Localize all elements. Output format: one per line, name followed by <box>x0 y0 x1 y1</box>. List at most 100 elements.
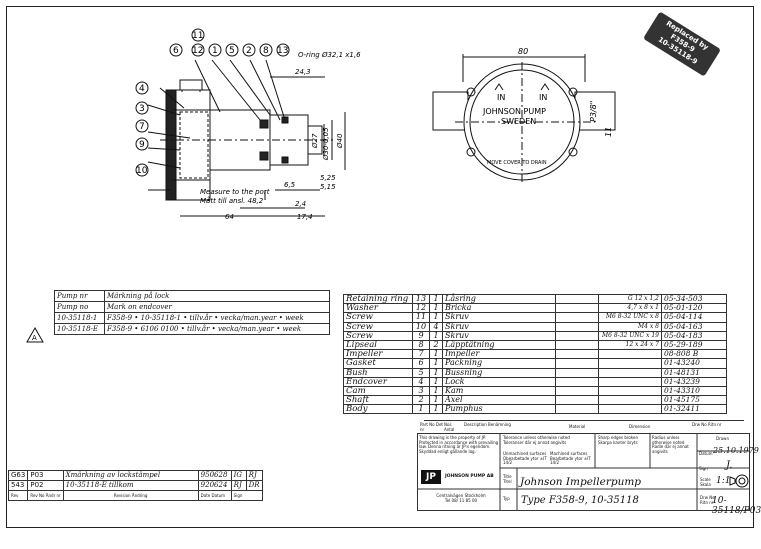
company-logo: JP <box>421 470 441 484</box>
title-value: Johnson Impellerpump <box>520 476 642 488</box>
parts-cell-mat <box>555 293 599 305</box>
scale-value: 1:1 <box>716 476 731 486</box>
dim-40: Ø40 <box>336 133 344 149</box>
balloon-4: 4 <box>139 84 145 94</box>
parts-cell-q: 1 <box>429 358 443 369</box>
title-label: Title Titel <box>503 474 512 484</box>
drawno-value: 10-35118/P03 <box>712 496 761 516</box>
parts-cell-dim <box>598 404 662 415</box>
marking-cell: 10-35118-1 <box>54 312 105 324</box>
parts-cell-q: 1 <box>429 367 443 378</box>
parts-cell-mat <box>555 395 599 406</box>
dim-64: 64 <box>225 213 234 221</box>
machined-note: Machined surfaces Bearbetade ytor ±IT 14… <box>550 451 591 466</box>
marking-cell: Märkning på lock <box>104 290 330 302</box>
rev-cell: RJ <box>245 470 263 481</box>
parts-cell-dim <box>598 349 662 360</box>
balloon-7: 7 <box>139 122 145 132</box>
drawno-label: Drw No Ritn nr <box>700 495 715 505</box>
dim-11: 11 <box>604 127 613 137</box>
balloon-8: 8 <box>263 46 269 56</box>
revision-header: Rev Rev No Ändr nr Revision Ändring Date… <box>7 490 263 501</box>
title-grid <box>417 433 750 511</box>
sign-value: J. <box>726 460 733 471</box>
hdr-dim: Dimension <box>629 424 651 429</box>
balloon-1: 1 <box>212 46 218 56</box>
parts-cell-mat <box>555 349 599 360</box>
rev-cell: 920624 <box>197 480 232 491</box>
parts-cell-n: 6 <box>412 358 430 369</box>
brand-line-1: JOHNSON PUMP <box>482 107 546 116</box>
rev-cell: RJ <box>230 480 247 491</box>
oring-note: O-ring Ø32,1 x1,6 <box>298 51 361 59</box>
port-label: P3/8" <box>589 101 598 122</box>
marking-cell: 10-35118-E <box>54 323 105 335</box>
title-block <box>417 433 750 511</box>
parts-cell-pno: 01-48131 <box>661 367 727 378</box>
parts-cell-mat <box>555 358 599 369</box>
parts-cell-name: Gasket <box>343 358 413 369</box>
parts-cell-dim <box>598 385 662 397</box>
parts-cell-n: 10 <box>412 321 430 332</box>
parts-cell-dim: 4,7 x 8 x 1 <box>598 303 662 314</box>
parts-cell-mat <box>555 321 599 332</box>
port-note-sv: Mått till ansl. 48,2 <box>200 196 264 205</box>
parts-cell-name: Bush <box>343 367 413 378</box>
balloon-3: 3 <box>139 104 145 114</box>
parts-cell-pno: 01-32411 <box>661 404 727 415</box>
hdr-qty: Nos Antal <box>444 422 455 432</box>
drawing-frame <box>6 6 754 528</box>
parts-cell-dim <box>598 358 662 369</box>
parts-header: Part No Det nr Nos Antal Description Ben… <box>420 420 744 433</box>
brand-line-2: SWEDEN <box>501 117 536 126</box>
parts-cell-desc: Packning <box>442 358 556 369</box>
parts-cell-mat <box>555 404 599 415</box>
parts-cell-desc: Bussning <box>442 367 556 378</box>
dim-24-3: 24,3 <box>295 68 311 76</box>
parts-cell-mat <box>555 367 599 378</box>
dim-27: Ø27 <box>311 133 319 149</box>
revision-triangle: A <box>26 326 44 343</box>
balloon-2: 2 <box>246 46 252 56</box>
drawn-label: Drawn <box>716 436 729 441</box>
rev-hdr: Rev No Ändr nr <box>27 490 64 501</box>
parts-cell-name: Screw <box>343 321 413 332</box>
rev-cell: Xmärkning av lockstämpel <box>62 470 199 481</box>
legal-note: This drawing is the property of JP. Prot… <box>419 435 499 454</box>
parts-cell-q: 1 <box>429 312 443 323</box>
date-label: Datum <box>699 451 713 456</box>
balloon-9: 9 <box>139 140 145 150</box>
balloon-12: 12 <box>192 46 203 56</box>
parts-cell-q: 1 <box>429 404 443 415</box>
marking-cell: Pump no <box>54 301 105 313</box>
parts-cell-dim: M4 x 8 <box>598 321 662 332</box>
marking-cell: Pump nr <box>54 290 105 302</box>
parts-cell-desc: Skruv <box>442 321 556 332</box>
edges-note: Sharp edges broken Skarpa kanter bryts <box>598 435 639 445</box>
parts-cell-dim: 12 x 24 x 7 <box>598 339 662 351</box>
parts-cell-pno: 05-04-163 <box>661 321 727 332</box>
hdr-pno: Part No Det nr <box>420 422 443 432</box>
rev-cell: 543 <box>7 480 29 491</box>
revision-row: 543 P02 10-35118-E tillkom 920624 RJ DR <box>7 480 263 491</box>
type-label: Typ <box>503 496 510 501</box>
parts-cell-dim: G 12 x 1,2 <box>598 293 662 305</box>
balloon-6: 6 <box>173 46 179 56</box>
parts-cell-mat <box>555 330 599 341</box>
dim-80: 80 <box>518 47 528 56</box>
rev-cell: 950628 <box>197 470 232 481</box>
rev-hdr: Revision Ändring <box>62 490 199 501</box>
rev-hdr: Sign <box>230 490 263 501</box>
in-right: IN <box>539 93 547 102</box>
logo-letters: JP <box>426 472 436 482</box>
revision-marker: A <box>32 334 37 342</box>
balloon-13: 13 <box>277 46 288 56</box>
parts-cell-n: 11 <box>412 312 430 323</box>
